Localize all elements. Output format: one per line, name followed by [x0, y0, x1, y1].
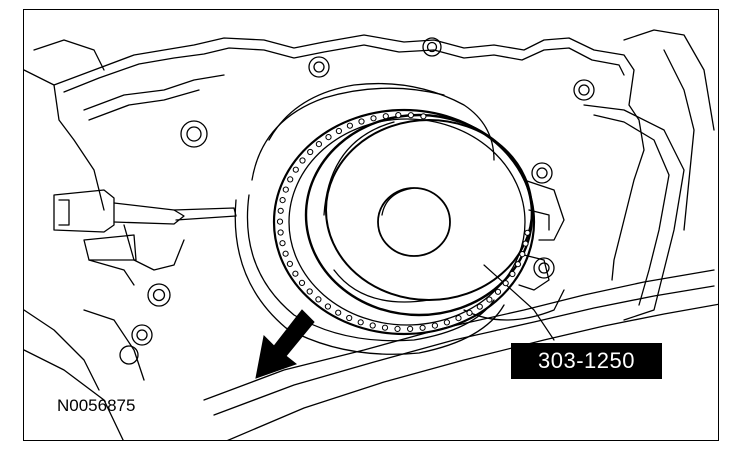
- seal-dot: [286, 260, 293, 267]
- seal-dot: [307, 148, 314, 156]
- installer-tool-back: [304, 113, 534, 317]
- seal-dot: [279, 197, 286, 204]
- seal-housing: [268, 82, 495, 161]
- sensor-connector: [53, 189, 237, 286]
- seal-dot: [282, 186, 289, 193]
- seal-dot: [407, 325, 414, 332]
- seal-dot: [277, 207, 284, 214]
- seal-dot: [358, 118, 365, 125]
- seal-dot: [443, 319, 450, 326]
- block-outline: [53, 34, 645, 281]
- seal-dot: [282, 250, 289, 257]
- seal-dot: [370, 115, 377, 122]
- seal-dot: [299, 157, 306, 164]
- seal-dot: [335, 309, 342, 316]
- seal-dot: [431, 322, 438, 329]
- seal-dot: [476, 303, 483, 310]
- callout-leader: [483, 264, 555, 341]
- seal-dot: [519, 251, 526, 258]
- installer-tool-face: [325, 119, 533, 301]
- seal-dot: [298, 279, 306, 286]
- figure-id: N0056875: [57, 396, 136, 415]
- seal-lip-dots: [276, 112, 531, 332]
- seal-dot: [287, 176, 294, 183]
- seal-dot: [335, 127, 342, 135]
- seal-dot: [522, 240, 529, 247]
- seal-outer-race: [272, 108, 536, 336]
- seal-dot: [524, 229, 531, 236]
- seal-dot: [455, 315, 462, 322]
- seal-dot: [420, 113, 427, 120]
- seal-dot: [292, 166, 299, 173]
- seal-dot: [357, 319, 364, 326]
- direction-arrow: [255, 309, 315, 379]
- seal-dot: [276, 218, 284, 225]
- seal-dot: [514, 261, 521, 268]
- seal-dot: [315, 141, 322, 148]
- seal-dot: [315, 296, 322, 303]
- seal-dot: [486, 296, 493, 303]
- seal-dot: [419, 324, 426, 331]
- seal-dot: [325, 134, 332, 141]
- seal-dot: [306, 288, 313, 295]
- seal-dot: [369, 322, 376, 329]
- engine-illustration: [24, 29, 718, 440]
- illustration-frame: 303-1250 N0056875: [23, 9, 719, 441]
- seal-dot: [395, 112, 402, 119]
- seal-dot: [509, 270, 516, 278]
- seal-dot: [394, 325, 401, 332]
- seal-dot: [407, 112, 414, 119]
- seal-dot: [277, 229, 284, 236]
- seal-dot: [324, 303, 331, 310]
- seal-dot: [346, 314, 353, 322]
- tool-callout-label: 303-1250: [511, 343, 662, 379]
- seal-dot: [279, 240, 286, 247]
- seal-dot: [346, 122, 353, 129]
- seal-dot: [466, 309, 473, 316]
- pan-rail: [203, 269, 715, 401]
- seal-dot: [382, 113, 389, 120]
- tool-center-bore: [377, 187, 451, 257]
- seal-dot: [292, 270, 299, 277]
- seal-dot: [381, 324, 389, 331]
- flange-bolts: [119, 37, 595, 365]
- seal-dot: [502, 280, 509, 287]
- seal-dot: [494, 288, 502, 295]
